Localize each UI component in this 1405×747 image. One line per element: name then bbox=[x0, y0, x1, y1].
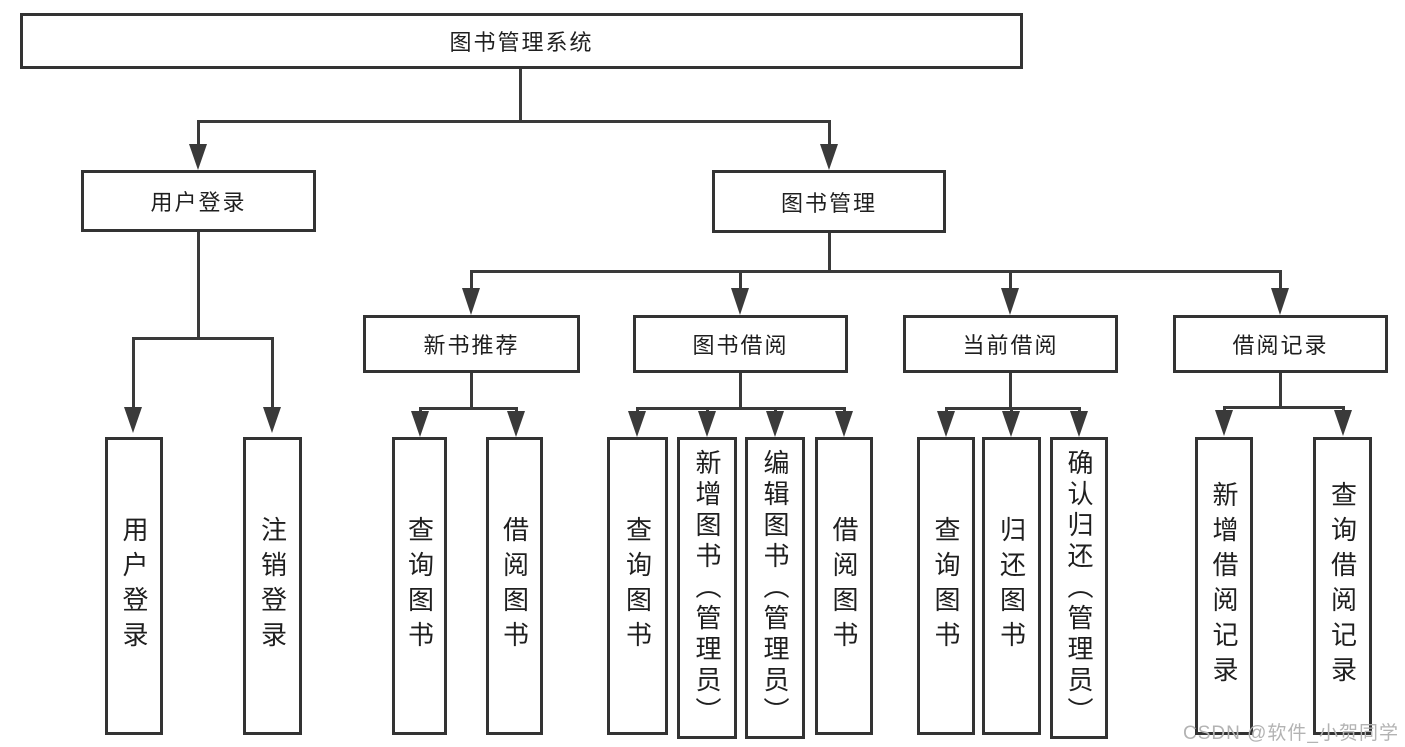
leaf-query-books-recommend: 查询图书 bbox=[392, 437, 447, 735]
leaf-label: 归还图书 bbox=[996, 516, 1027, 656]
arrowhead-down-icon bbox=[1001, 288, 1019, 315]
leaf-label: 借阅图书 bbox=[829, 516, 859, 656]
arrowhead-down-icon bbox=[835, 411, 853, 437]
connector-book-mgmt-rail bbox=[470, 270, 1281, 273]
node-label: 新书推荐 bbox=[423, 333, 520, 358]
node-user-login: 用户登录 bbox=[81, 170, 316, 232]
connector-recommend-rail bbox=[419, 407, 517, 410]
leaf-label: 注销登录 bbox=[257, 516, 288, 656]
connector-stem bbox=[1279, 270, 1282, 290]
arrowhead-down-icon bbox=[1215, 410, 1233, 436]
connector-root-drop bbox=[519, 69, 522, 121]
leaf-label: 查询图书 bbox=[622, 516, 653, 656]
arrowhead-down-icon bbox=[698, 411, 716, 437]
arrowhead-down-icon bbox=[731, 288, 749, 315]
arrowhead-down-icon bbox=[124, 407, 142, 433]
leaf-label: 用户登录 bbox=[119, 516, 149, 656]
connector-borrow-drop bbox=[739, 373, 742, 409]
leaf-query-borrow-record: 查询借阅记录 bbox=[1313, 437, 1372, 735]
node-label: 当前借阅 bbox=[962, 333, 1059, 358]
arrowhead-down-icon bbox=[411, 411, 429, 437]
connector-book-mgmt-drop bbox=[828, 233, 831, 272]
node-label: 借阅记录 bbox=[1232, 333, 1329, 358]
node-label: 图书管理系统 bbox=[449, 30, 594, 55]
leaf-borrow-books-recommend: 借阅图书 bbox=[486, 437, 543, 735]
node-label: 用户登录 bbox=[150, 190, 247, 215]
leaf-query-books-current: 查询图书 bbox=[917, 437, 975, 735]
connector-records-rail bbox=[1223, 406, 1344, 409]
node-book-management: 图书管理 bbox=[712, 170, 946, 233]
connector-stem bbox=[197, 120, 200, 146]
connector-borrow-rail bbox=[636, 407, 845, 410]
arrowhead-down-icon bbox=[1271, 288, 1289, 315]
leaf-borrow-books: 借阅图书 bbox=[815, 437, 873, 735]
connector-stem bbox=[739, 270, 742, 290]
leaf-label: 新增图书（管理员） bbox=[692, 448, 722, 728]
arrowhead-down-icon bbox=[462, 288, 480, 315]
node-current-borrow: 当前借阅 bbox=[903, 315, 1118, 373]
node-label: 图书借阅 bbox=[692, 333, 789, 358]
leaf-edit-books-admin: 编辑图书（管理员） bbox=[745, 437, 805, 739]
connector-stem bbox=[470, 270, 473, 290]
arrowhead-down-icon bbox=[1002, 411, 1020, 437]
connector-stem bbox=[1009, 270, 1012, 290]
node-library-system: 图书管理系统 bbox=[20, 13, 1023, 69]
leaf-add-books-admin: 新增图书（管理员） bbox=[677, 437, 737, 739]
leaf-label: 借阅图书 bbox=[499, 516, 530, 656]
leaf-label: 新增借阅记录 bbox=[1209, 481, 1239, 691]
arrowhead-down-icon bbox=[766, 411, 784, 437]
leaf-query-books-borrow: 查询图书 bbox=[607, 437, 668, 735]
arrowhead-down-icon bbox=[1070, 411, 1088, 437]
connector-current-drop bbox=[1009, 373, 1012, 409]
arrowhead-down-icon bbox=[189, 144, 207, 170]
node-book-borrow: 图书借阅 bbox=[633, 315, 848, 373]
connector-root-rail bbox=[197, 120, 831, 123]
connector-user-login-rail bbox=[132, 337, 274, 340]
node-borrow-records: 借阅记录 bbox=[1173, 315, 1388, 373]
leaf-add-borrow-record: 新增借阅记录 bbox=[1195, 437, 1253, 735]
node-label: 图书管理 bbox=[780, 190, 877, 216]
arrowhead-down-icon bbox=[628, 411, 646, 437]
arrowhead-down-icon bbox=[820, 144, 838, 170]
connector-user-login-drop bbox=[197, 232, 200, 339]
leaf-label: 编辑图书（管理员） bbox=[760, 448, 790, 728]
leaf-label: 查询借阅记录 bbox=[1327, 481, 1358, 691]
leaf-logout: 注销登录 bbox=[243, 437, 302, 735]
leaf-label: 查询图书 bbox=[404, 516, 435, 656]
leaf-confirm-return-admin: 确认归还（管理员） bbox=[1050, 437, 1108, 739]
arrowhead-down-icon bbox=[937, 411, 955, 437]
leaf-label: 查询图书 bbox=[931, 516, 961, 656]
connector-records-drop bbox=[1279, 373, 1282, 408]
connector-stem bbox=[132, 337, 135, 409]
connector-recommend-drop bbox=[470, 373, 473, 409]
connector-stem bbox=[271, 337, 274, 409]
arrowhead-down-icon bbox=[263, 407, 281, 433]
node-new-book-recommend: 新书推荐 bbox=[363, 315, 580, 373]
csdn-watermark: CSDN @软件_小贺同学 bbox=[1183, 723, 1399, 744]
leaf-return-books: 归还图书 bbox=[982, 437, 1041, 735]
leaf-user-login: 用户登录 bbox=[105, 437, 163, 735]
leaf-label: 确认归还（管理员） bbox=[1064, 448, 1094, 728]
arrowhead-down-icon bbox=[507, 411, 525, 437]
arrowhead-down-icon bbox=[1334, 410, 1352, 436]
connector-stem bbox=[828, 120, 831, 146]
